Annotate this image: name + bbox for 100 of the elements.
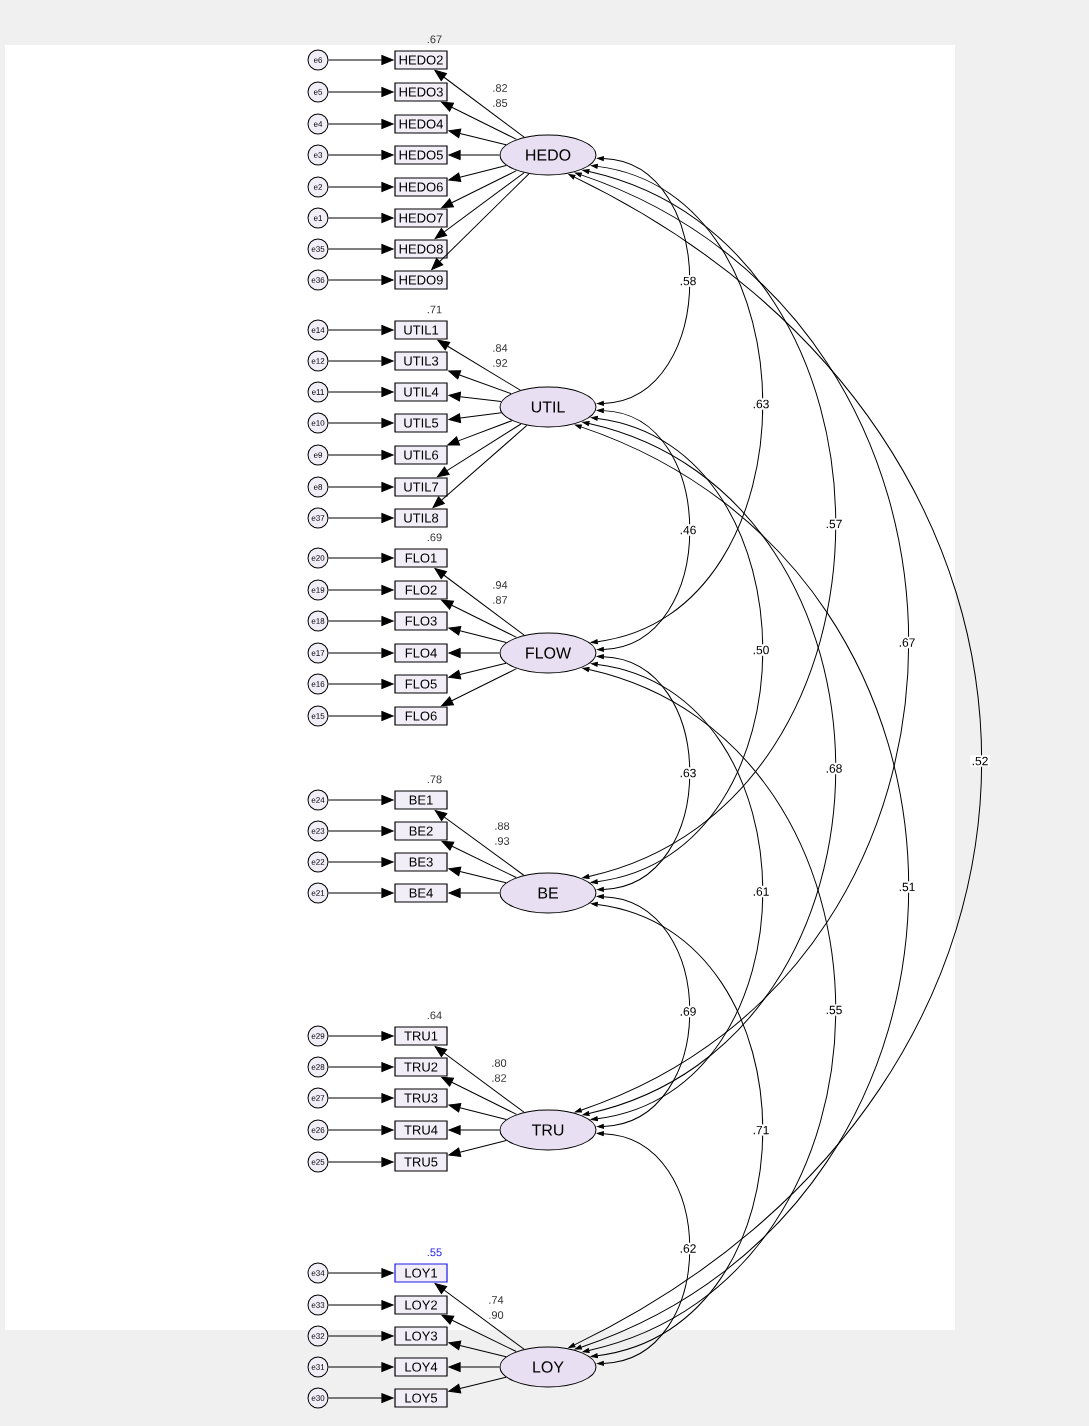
error-arrow [328,711,394,721]
indicator-box: UTIL8 [394,508,448,528]
error-arrow [328,387,394,397]
indicator-box: BE4 [394,883,448,903]
error-arrow [328,648,394,658]
loading-arrow [448,648,500,658]
indicator-box: HEDO2 [394,50,448,70]
covariance-arrow [582,667,837,1353]
indicator-box: UTIL3 [394,351,448,371]
loading-arrow [448,1340,507,1358]
indicator-box: LOY4 [394,1357,448,1377]
indicator-box: LOY5 [394,1388,448,1408]
error-arrow [328,553,394,563]
loading-arrow [448,128,507,146]
indicator-box: LOY2 [394,1295,448,1315]
error-arrow [328,150,394,160]
indicator-box: HEDO7 [394,208,448,228]
indicator-box: HEDO8 [394,239,448,259]
loading-arrow [448,866,507,884]
edge-label: .63 [751,398,771,410]
edge-label: .57 [824,518,844,530]
loading-value: .87 [493,596,508,604]
loading-arrow [437,339,521,391]
covariance-arrow [582,169,837,879]
indicator-box: UTIL4 [394,382,448,402]
covariance-arrow [597,894,691,1129]
loading-arrow [441,840,517,878]
loading-value: .90 [489,1311,504,1319]
covariance-arrow [574,424,910,1350]
indicator-box: FLO3 [394,611,448,631]
loading-arrow [441,101,518,140]
loading-arrow [432,424,528,508]
loading-arrow [434,172,525,240]
indicator-box: HEDO3 [394,82,448,102]
indicator-box: FLO6 [394,706,448,726]
loading-value: .82 [492,1074,507,1082]
loading-arrow [436,423,522,478]
error-arrow [328,55,394,65]
r-squared-value: .69 [427,533,442,542]
loading-arrow [448,626,507,643]
indicator-box: HEDO4 [394,114,448,134]
loading-arrow [448,412,503,423]
loading-value: .93 [495,837,510,845]
loading-arrow [448,1140,507,1158]
error-arrow [328,1157,394,1167]
loading-value: .85 [493,99,508,107]
error-arrow [328,826,394,836]
r-squared-value: .64 [427,1011,442,1020]
covariance-arrow [597,654,691,892]
indicator-box: FLO5 [394,674,448,694]
loading-arrow [448,662,507,680]
loading-arrow [441,1076,518,1115]
indicator-box: FLO1 [394,548,448,568]
covariance-arrow [597,1131,691,1366]
r-squared-value: .55 [427,1248,442,1257]
error-arrow [328,213,394,223]
error-arrow [328,795,394,805]
indicator-box: UTIL1 [394,320,448,340]
loading-arrow [434,1282,525,1350]
covariance-arrow [590,901,764,1359]
error-arrow [328,888,394,898]
error-arrow [328,418,394,428]
indicator-box: BE1 [394,790,448,810]
edge-label: .50 [751,644,771,656]
error-arrow [328,87,394,97]
covariance-arrow [582,421,837,1116]
indicator-box: BE3 [394,852,448,872]
error-arrow [328,356,394,366]
error-arrow [328,1331,394,1341]
indicator-box: TRU1 [394,1026,448,1046]
r-squared-value: .78 [427,775,442,784]
loading-value: .92 [493,359,508,367]
edge-label: .71 [751,1124,771,1136]
covariance-arrow [597,408,691,652]
loading-value: .74 [489,1296,504,1304]
loading-arrow [448,391,502,402]
covariance-arrow [590,415,764,885]
covariance-arrow [590,661,764,1122]
edge-label: .52 [970,755,990,767]
indicator-box: UTIL5 [394,413,448,433]
covariance-arrow [568,174,983,1348]
indicator-box: TRU2 [394,1057,448,1077]
error-arrow [328,1300,394,1310]
error-arrow [328,679,394,689]
loading-value: .82 [493,84,508,92]
error-arrow [328,275,394,285]
loading-arrow [434,809,525,876]
error-arrow [328,450,394,460]
error-arrow [328,1125,394,1135]
error-arrow [328,857,394,867]
loading-value: .88 [495,822,510,830]
indicator-box: TRU3 [394,1088,448,1108]
indicator-box: BE2 [394,821,448,841]
indicator-box: TRU4 [394,1120,448,1140]
loading-arrow [448,150,500,160]
loading-arrow [447,420,513,446]
loading-arrow [448,1362,500,1372]
loading-value: .80 [492,1059,507,1067]
error-arrow [328,1093,394,1103]
loading-arrow [434,1045,525,1113]
